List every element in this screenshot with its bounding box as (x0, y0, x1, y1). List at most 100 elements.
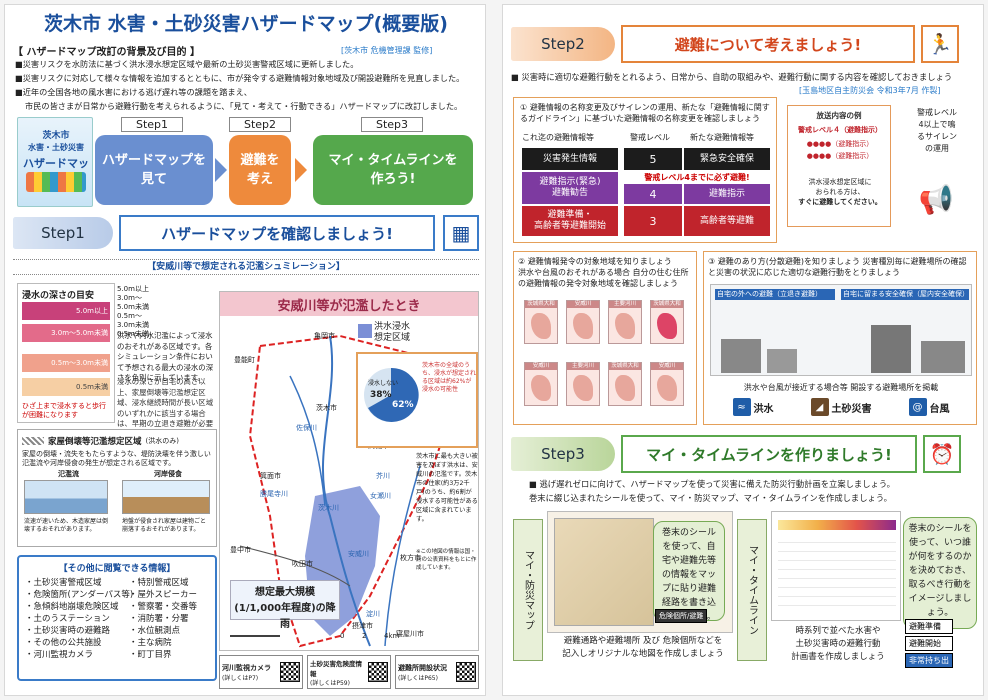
pie-chart (364, 367, 419, 422)
evac-out-label: 自宅の外への避難（立退き避難） (715, 289, 835, 300)
footer-title: 土砂災害危険度情報 (310, 659, 362, 678)
evac-in-label: 自宅に留まる安全確保（屋内安全確保） (841, 289, 969, 300)
footer-title: 河川監視カメラ (222, 663, 271, 672)
map-place-label: 豊中市 (230, 546, 251, 554)
background-heading: 【 ハザードマップ改訂の背景及び目的 】 (13, 47, 200, 58)
depth-description: 洪水や内水氾濫によって浸水のおそれがある区域です。各シミュレーション条件において… (117, 331, 214, 382)
map-sticker-note: 巻末のシールを使って、自宅や避難先等の情報をマップに貼り避難経路を書き込みましょ… (653, 521, 725, 622)
table-cell-new: 緊急安全確保 (684, 148, 770, 170)
other-info-item: ・消防署・分署 (129, 614, 189, 624)
map-sample-image (554, 518, 654, 626)
broadcast-title: 放送内容の例 (816, 111, 862, 120)
pie-caption: 茨木市の全域のうち、浸水が想定される区域は約62%が浸水の可能性 (422, 362, 477, 393)
depth-title: 浸水の深さの目安 (22, 291, 95, 301)
footer-sub: (詳しくはP59) (310, 679, 350, 687)
footer-item-shelter[interactable]: 避難所開設状況(詳しくはP65) (395, 655, 479, 689)
flow-step2: 避難を 考え (229, 135, 291, 205)
step2-pill: Step2 (511, 27, 615, 61)
flood-flow-image (24, 480, 108, 514)
mini-map-label: 安威川 (567, 301, 599, 308)
table-cell-new: 避難指示 (684, 184, 770, 204)
level4-banner: 警戒レベル4までに必ず避難! (624, 172, 770, 182)
broadcast-line: おられる方は、 (815, 188, 865, 196)
table-cell-level: 5 (624, 148, 682, 170)
step3-label: Step3 (361, 117, 423, 132)
building-icon (871, 325, 911, 373)
timeline-grid (778, 534, 896, 614)
footer-links: 河川監視カメラ(詳しくはP7) 土砂災害危険度情報(詳しくはP59) 避難所開設… (219, 655, 479, 689)
broadcast-line: 警戒レベル４（避難指示） (798, 126, 882, 134)
step1-pill: Step1 (13, 217, 113, 249)
mini-map-label: 茨城県大和 (651, 301, 683, 308)
map-place-label: 寝屋川市 (396, 630, 424, 638)
other-info-item: ・町丁目界 (129, 650, 172, 660)
hazardmap-cover: 茨木市 水害・土砂災害 ハザードマップ (17, 117, 93, 207)
left-page: 茨木市 水害・土砂災害ハザードマップ(概要版) 【 ハザードマップ改訂の背景及び… (4, 4, 486, 696)
map-place-label: 豊能町 (234, 356, 255, 364)
target-area-box: ② 避難情報発令の対象地域を知りましょう 洪水や台風のおそれがある場合 自分の住… (513, 251, 697, 425)
other-info-item: ・土砂災害警戒区域 (25, 578, 102, 588)
map-river-label: 女瀬川 (370, 492, 391, 500)
flood-flow-desc: 流速が速いため、木造家屋は倒壊するおそれがあります。 (24, 518, 109, 533)
table-cell-old: 災害発生情報 (522, 148, 618, 170)
landslide-icon: ◢ (810, 398, 829, 416)
depth-range: 0.5m未満 (117, 330, 149, 338)
map-river-label: 芥川 (376, 472, 390, 480)
mini-map: 茨城県大和 (608, 362, 642, 406)
table-cell-old: 避難準備・ 高齢者等避難開始 (522, 206, 618, 236)
evac-illustration: 自宅の外への避難（立退き避難） 自宅に留まる安全確保（屋内安全確保） (710, 284, 972, 376)
credit: [茨木市 危機管理課 監修] (341, 46, 433, 55)
map-river-label: 佐保川 (296, 424, 317, 432)
bank-erosion-image (122, 480, 210, 514)
intro-line: ■近年の全国各地の風水害における逃げ遅れ等の課題を踏まえ、 (15, 87, 252, 97)
other-info-item: ・屋外スピーカー (129, 590, 198, 600)
timeline-badge: 避難開始 (905, 636, 953, 651)
hazard-label: 台風 (929, 403, 950, 415)
clock-icon: ⏰ (923, 435, 961, 473)
right-page: Step2 避難について考えましょう! 🏃 ■ 災害時に適切な避難行動をとれるよ… (502, 4, 984, 696)
pie-label: 浸水しない (368, 380, 399, 387)
map-place-label: 摂津市 (352, 622, 373, 630)
mini-map-label: 茨城県大和 (609, 363, 641, 370)
collapse-zone-desc: 家屋の倒壊・流失をもたらすような、堤防決壊を伴う激しい氾濫流や河岸侵食の発生が想… (22, 450, 211, 467)
broadcast-line: 洪水浸水想定区域に (808, 178, 872, 186)
other-info-item: ・河川監視カメラ (25, 650, 94, 660)
timeline-sample (771, 511, 901, 621)
my-timeline-label: マイ・タイムライン (737, 519, 767, 661)
table-header: 新たな避難情報等 (690, 133, 754, 142)
step3-title: マイ・タイムラインを作りましょう! (621, 435, 917, 473)
map-river-label: 茨木川 (318, 504, 339, 512)
building-icon (721, 339, 761, 373)
footer-item-landslide[interactable]: 土砂災害危険度情報(詳しくはP59) (307, 655, 391, 689)
building-icon (921, 341, 965, 373)
mini-map: 安威川 (566, 300, 600, 344)
bank-erosion-label: 河岸侵食 (154, 470, 182, 478)
timeline-sticker-note: 巻末のシールを使って、いつ誰が何をするのかを決めておき、取るべき行動をイメージし… (903, 517, 977, 629)
depth-range: 3.0m〜 5.0m未満 (117, 294, 149, 311)
depth-range-list: 5.0m以上 3.0m〜 5.0m未満 0.5m〜 3.0m未満 0.5m未満 (117, 285, 215, 339)
map-river-label: 淀川 (366, 610, 380, 618)
collapse-zone-box: 家屋倒壊等氾濫想定区域 (洪水のみ) 家屋の倒壊・流失をもたらすような、堤防決壊… (17, 429, 217, 547)
intro-text: ■災害リスクを水防法に基づく洪水浸水想定区域や最新の土砂災害警戒区域に更新しまし… (15, 57, 481, 113)
other-info-item: ・水位観測点 (129, 626, 181, 636)
simulation-title: 【安威川等で想定される氾濫シュミレーション】 (13, 259, 479, 275)
target-area-desc: ② 避難情報発令の対象地域を知りましょう 洪水や台風のおそれがある場合 自分の住… (518, 257, 689, 288)
mini-map-label: 安威川 (651, 363, 683, 370)
intro-line: 市民の皆さまが日常から避難行動を考えられるように、「見て・考えて・行動できる」ハ… (25, 101, 463, 111)
map-river-label: 安威川 (348, 550, 369, 558)
step1-label: Step1 (121, 117, 183, 132)
table-cell-level: 4 (624, 184, 682, 204)
map-place-label: 茨木市 (316, 404, 337, 412)
collapse-zone-header: 家屋倒壊等氾濫想定区域 (洪水のみ) (22, 434, 212, 448)
depth-range: 5.0m以上 (117, 285, 149, 293)
legend-swatch (358, 324, 372, 338)
flow-step1: ハザードマップを 見て (95, 135, 213, 205)
table-cell-old: 避難指示(緊急) 避難勧告 (522, 172, 618, 204)
footer-sub: (詳しくはP65) (398, 674, 438, 682)
map-place-label: 吹田市 (292, 560, 313, 568)
step2-label: Step2 (229, 117, 291, 132)
footer-item-camera[interactable]: 河川監視カメラ(詳しくはP7) (219, 655, 303, 689)
running-person-icon: 🏃 (921, 25, 959, 63)
other-info-box: 【その他に閲覧できる情報】 ・土砂災害警戒区域 ・危険箇所(アンダーパス等) ・… (17, 555, 217, 681)
map-caption: 避難通路や避難場所 及び 危険個所などを 記入しオリジナルな地図を作成しましょう (562, 636, 724, 659)
